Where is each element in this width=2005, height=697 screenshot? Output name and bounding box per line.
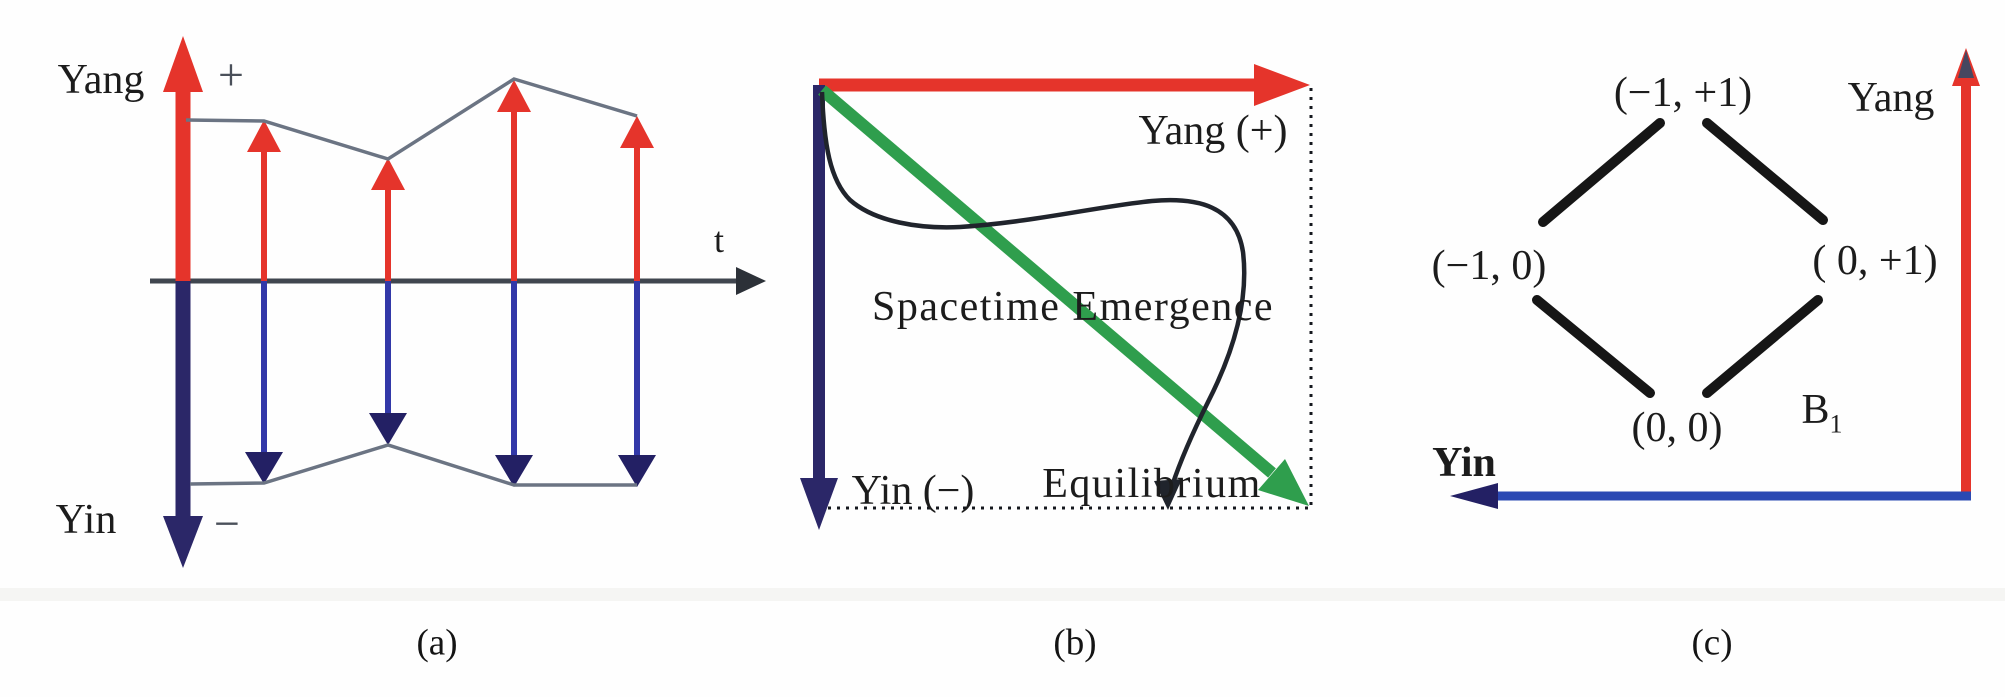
panel-a-caption: (a)	[416, 622, 458, 664]
yang-axis-arrowhead-b-icon	[1254, 64, 1310, 106]
time-axis-label: t	[713, 220, 725, 260]
yin-axis-arrowhead-b-icon	[800, 478, 838, 530]
scan-band	[0, 588, 2005, 601]
yang-pulse-arrowheads	[247, 80, 654, 190]
equilibrium-label: Equilibrium	[1042, 461, 1262, 507]
minus-sign-a: −	[214, 498, 240, 549]
panel-a-graphics	[150, 36, 766, 568]
yin-arrowhead-1-icon	[245, 452, 283, 484]
time-axis-arrowhead-icon	[736, 267, 766, 295]
yang-arrowhead-4-icon	[620, 116, 654, 148]
yang-arrowhead-2-icon	[371, 158, 405, 190]
lattice-edges	[1532, 118, 1828, 398]
yin-arrowhead-4-icon	[618, 455, 656, 487]
yin-axis-label-b: Yin (−)	[851, 468, 975, 514]
yin-arrowhead-2-icon	[369, 413, 407, 445]
spacetime-curve-arrowhead-icon	[1154, 479, 1182, 510]
yin-axis-label-c: Yin	[1432, 440, 1496, 486]
panel-c-graphics	[1450, 48, 1980, 509]
node-bottom-label: (0, 0)	[1631, 405, 1723, 451]
plus-sign-a: +	[218, 49, 244, 100]
yang-envelope-line	[185, 77, 638, 161]
node-top-label: (−1, +1)	[1613, 70, 1753, 116]
yang-arrowhead-3-icon	[497, 80, 531, 112]
node-right-label: ( 0, +1)	[1812, 238, 1938, 284]
lattice-edge-bottom-left	[1532, 295, 1655, 398]
yang-pulse-arrows	[261, 106, 640, 281]
main-yang-arrowhead-icon	[163, 36, 203, 92]
lattice-edge-top-right	[1702, 118, 1828, 225]
yang-label-a: Yang	[57, 57, 145, 103]
node-left-label: (−1, 0)	[1431, 243, 1547, 289]
yang-axis-c-tip-icon	[1958, 50, 1974, 78]
yang-arrowhead-1-icon	[247, 120, 281, 152]
equilibrium-arrowhead-icon	[1258, 459, 1309, 506]
yin-axis-c-arrowhead-icon	[1450, 483, 1498, 509]
spacetime-curve	[819, 91, 1247, 487]
spacetime-emergence-label: Spacetime Emergence	[871, 284, 1275, 330]
yin-label-a: Yin	[55, 497, 117, 543]
main-yin-arrowhead-icon	[163, 516, 203, 568]
panel-c-caption: (c)	[1691, 622, 1733, 664]
basis-b1-subscript: 1	[1829, 409, 1843, 439]
yin-arrowhead-3-icon	[495, 455, 533, 487]
yang-axis-label-c: Yang	[1847, 75, 1935, 121]
panel-b-caption: (b)	[1053, 622, 1097, 664]
yin-pulse-arrowheads	[245, 413, 656, 487]
basis-b1-label: B1	[1801, 387, 1842, 437]
panel-b-graphics	[800, 64, 1313, 530]
yin-envelope-line	[189, 443, 637, 487]
lattice-edge-bottom-right	[1702, 295, 1823, 398]
basis-b1-letter: B	[1801, 387, 1830, 433]
lattice-edge-top-left	[1538, 118, 1665, 227]
yin-pulse-arrows	[261, 281, 640, 461]
yang-axis-label-b: Yang (+)	[1138, 108, 1288, 154]
equilibrium-arrow-shaft	[818, 85, 1276, 478]
